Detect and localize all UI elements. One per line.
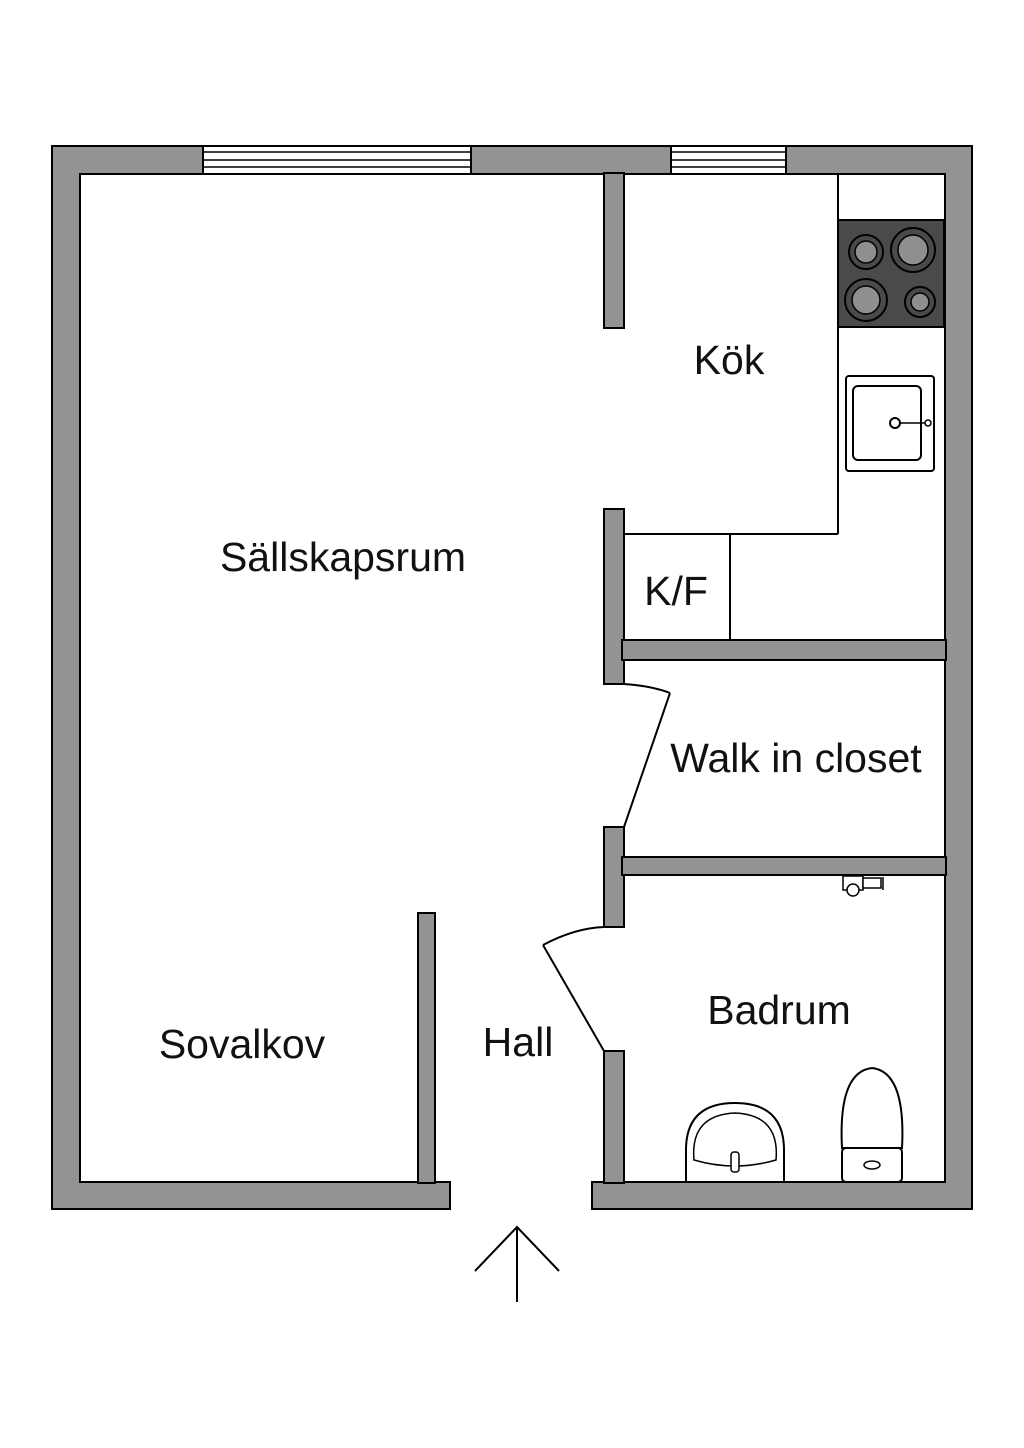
room-label-walk-in-closet: Walk in closet (670, 735, 922, 781)
toilet-icon (840, 1066, 904, 1183)
wall-bath-top (621, 856, 947, 876)
room-label-hall: Hall (483, 1019, 554, 1065)
window-right (670, 145, 787, 175)
room-label-kf: K/F (644, 568, 708, 614)
stove-icon (837, 219, 945, 328)
room-label-sallskapsrum: Sällskapsrum (220, 534, 466, 580)
bathroom-door[interactable] (542, 926, 605, 1052)
window-left (202, 145, 472, 175)
wall-closet-top (621, 639, 947, 661)
wall-kitchen-upper (603, 172, 625, 329)
sink-icon (845, 375, 935, 472)
room-label-badrum: Badrum (707, 987, 851, 1033)
outer-wall (51, 145, 973, 1210)
room-label-kok: Kök (694, 337, 765, 383)
room-label-sovalkov: Sovalkov (159, 1021, 326, 1067)
wall-kitchen-lower (603, 508, 625, 685)
washbasin-icon (685, 1101, 785, 1183)
wall-closet-lower (603, 826, 625, 928)
arrow-up-icon (474, 1225, 560, 1302)
tap-icon (842, 875, 884, 897)
wall-alcove (417, 912, 436, 1184)
closet-door[interactable] (623, 683, 671, 828)
wall-bath-left (603, 1050, 625, 1184)
